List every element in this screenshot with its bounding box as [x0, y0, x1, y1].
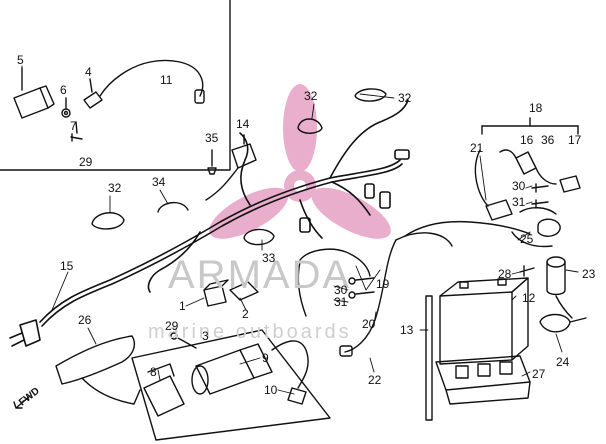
callout-29: 29	[165, 319, 179, 333]
callout-24: 24	[556, 355, 570, 369]
callout-33: 33	[262, 251, 276, 265]
callout-25: 25	[520, 232, 534, 246]
callout-labels: 5 6 4 7 29 11 32 32 14 35 18 21 16 36 17…	[17, 53, 596, 397]
group-bracket-18	[481, 117, 579, 135]
main-harness	[9, 99, 410, 347]
callout-1: 1	[179, 299, 186, 313]
part-positive-lead	[297, 220, 531, 317]
part-clamp	[91, 88, 387, 246]
forward-arrow-icon	[13, 395, 31, 409]
callout-26: 26	[78, 313, 92, 327]
callout-21: 21	[470, 141, 484, 155]
callout-31: 31	[334, 295, 348, 309]
part-plug-cap	[83, 78, 103, 109]
callout-20: 20	[362, 317, 376, 331]
callout-28: 28	[498, 267, 512, 281]
part-condenser	[546, 256, 573, 319]
callout-30: 30	[334, 283, 348, 297]
part-high-tension-lead	[99, 59, 205, 104]
callout-32: 32	[398, 91, 412, 105]
callout-14: 14	[236, 117, 250, 131]
part-ground-lead	[348, 277, 375, 299]
part-breather-tube	[425, 295, 433, 421]
callout-11: 11	[160, 73, 173, 87]
part-battery-box	[435, 355, 531, 405]
callout-29: 29	[79, 155, 93, 169]
callout-23: 23	[582, 267, 596, 281]
part-bracket	[55, 335, 141, 405]
callout-7: 7	[70, 119, 77, 133]
callout-32: 32	[108, 181, 122, 195]
callout-32: 32	[304, 89, 318, 103]
part-rectifier	[143, 363, 185, 417]
part-starter-frame	[131, 329, 331, 441]
watermark-brand: ARMADA	[168, 253, 351, 297]
part-bolt-28	[519, 265, 535, 277]
part-terminal-bolt	[531, 183, 549, 209]
watermark-tagline: marine outboards	[148, 321, 352, 343]
part-screw-29	[170, 332, 197, 349]
callout-13: 13	[400, 323, 414, 337]
part-ignition-coil	[13, 67, 55, 119]
callout-31: 31	[512, 195, 526, 209]
callout-4: 4	[85, 65, 92, 79]
callout-30: 30	[512, 179, 526, 193]
part-starter-relay	[511, 207, 561, 248]
callout-18: 18	[529, 101, 543, 115]
callout-2: 2	[242, 307, 249, 321]
callout-35: 35	[205, 131, 219, 145]
callout-22: 22	[368, 373, 382, 387]
inset-frame	[0, 0, 231, 171]
part-relay	[203, 279, 259, 307]
callout-10: 10	[264, 383, 278, 397]
part-bolt	[61, 97, 83, 142]
callout-15: 15	[60, 259, 74, 273]
part-battery	[439, 277, 529, 365]
callout-5: 5	[17, 53, 24, 67]
propeller-icon	[209, 84, 391, 239]
part-switch	[205, 134, 257, 201]
callout-19: 19	[376, 277, 390, 291]
callout-8: 8	[150, 365, 157, 379]
callout-3: 3	[202, 329, 209, 343]
part-cdi-unit	[191, 343, 273, 395]
part-clip	[539, 313, 587, 333]
leader-lines	[21, 65, 579, 395]
callout-6: 6	[60, 83, 67, 97]
callout-9: 9	[262, 351, 269, 365]
callout-36: 36	[541, 133, 555, 147]
callout-16: 16	[520, 133, 534, 147]
part-screw	[207, 149, 217, 175]
direction-label: FWD	[17, 386, 42, 409]
part-plug-lead	[271, 340, 309, 405]
part-main-fuse	[474, 149, 513, 221]
callout-34: 34	[152, 175, 166, 189]
part-fuse-holder	[499, 149, 581, 193]
callout-17: 17	[568, 133, 582, 147]
callout-12: 12	[522, 291, 536, 305]
callout-27: 27	[532, 367, 546, 381]
